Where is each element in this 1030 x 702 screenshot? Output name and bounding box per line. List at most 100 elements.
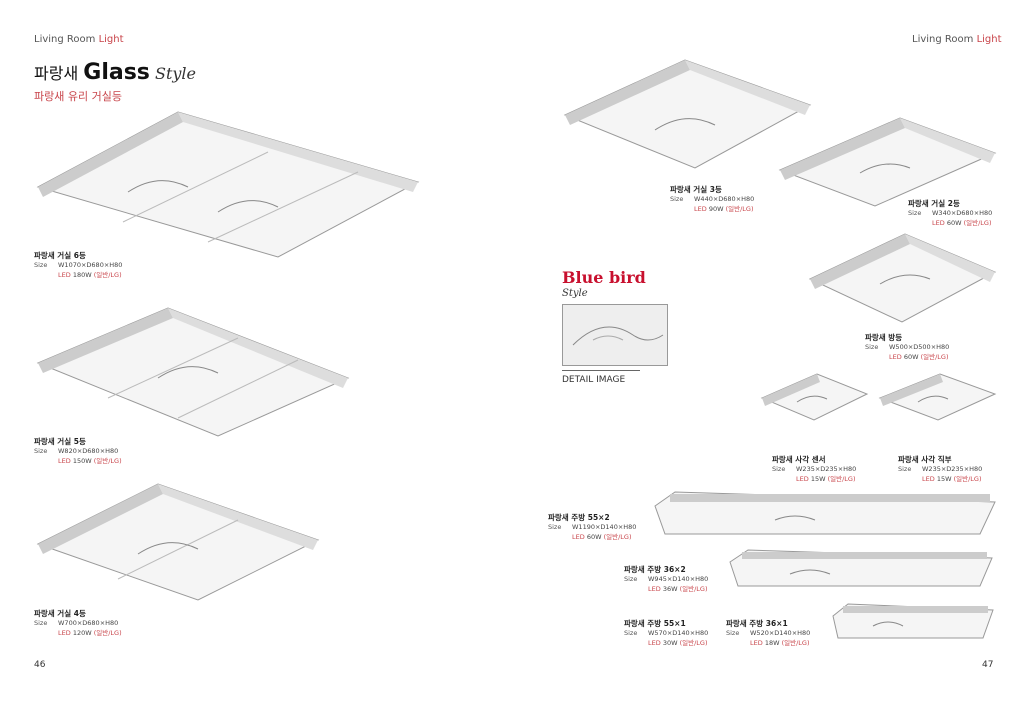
led-type: (일반/LG): [827, 475, 856, 483]
title-korean: 파랑새: [34, 64, 79, 83]
size-value: W945×D140×H80: [648, 575, 709, 583]
fixture-image-kitchen-36x1: [832, 603, 994, 639]
product-name: 파랑새 주방 55×2: [548, 513, 610, 522]
led-label: LED: [572, 533, 585, 541]
led-watt: 120W: [72, 629, 92, 637]
product-led: LED 18W (일반/LG): [726, 637, 810, 647]
product-led: LED 15W (일반/LG): [772, 473, 856, 483]
title-style: Style: [155, 64, 197, 83]
led-type: (일반/LG): [93, 271, 122, 279]
product-led: LED 30W (일반/LG): [624, 637, 708, 647]
product-size: Size W235×D235×H80: [772, 465, 856, 473]
led-watt: 60W: [946, 219, 962, 227]
led-watt: 90W: [708, 205, 724, 213]
bluebird-title: Blue bird: [562, 268, 646, 287]
size-label: Size: [772, 465, 786, 473]
product-spec: 파랑새 거실 5등 Size W820×D680×H80 LED 150W (일반…: [34, 436, 122, 465]
product-name: 파랑새 거실 2등: [908, 199, 960, 208]
fixture-image-3: [563, 59, 812, 169]
led-type: (일반/LG): [725, 205, 754, 213]
product-name: 파랑새 사각 직부: [898, 455, 952, 464]
product-name: 파랑새 주방 36×1: [726, 619, 788, 628]
header-right-accent: Light: [976, 34, 1002, 45]
fixture-image-kitchen-36x2: [729, 549, 993, 587]
size-value: W500×D500×H80: [889, 343, 950, 351]
header-left-text: Living Room: [34, 34, 99, 45]
product-spec: 파랑새 거실 2등 Size W340×D680×H80 LED 60W (일반/…: [908, 198, 992, 227]
led-label: LED: [648, 585, 661, 593]
title-english: Glass: [83, 60, 150, 85]
product-name: 파랑새 방등: [865, 333, 903, 342]
led-type: (일반/LG): [781, 639, 810, 647]
size-label: Size: [34, 619, 48, 627]
led-type: (일반/LG): [679, 585, 708, 593]
led-watt: 15W: [936, 475, 952, 483]
page-title: 파랑새 Glass Style: [34, 60, 196, 85]
size-label: Size: [898, 465, 912, 473]
fixture-image-direct: [878, 373, 997, 421]
size-label: Size: [908, 209, 922, 217]
product-size: Size W235×D235×H80: [898, 465, 982, 473]
led-label: LED: [750, 639, 763, 647]
product-size: Size W700×D680×H80: [34, 619, 122, 627]
fixture-image-room: [808, 233, 997, 323]
size-label: Size: [624, 575, 638, 583]
size-label: Size: [670, 195, 684, 203]
product-led: LED 60W (일반/LG): [908, 217, 992, 227]
product-name: 파랑새 거실 6등: [34, 251, 86, 260]
product-name: 파랑새 거실 5등: [34, 437, 86, 446]
led-watt: 15W: [810, 475, 826, 483]
led-label: LED: [648, 639, 661, 647]
product-name: 파랑새 주방 55×1: [624, 619, 686, 628]
led-watt: 60W: [903, 353, 919, 361]
led-watt: 36W: [662, 585, 678, 593]
size-value: W235×D235×H80: [796, 465, 857, 473]
size-value: W820×D680×H80: [58, 447, 119, 455]
product-spec: 파랑새 주방 55×1 Size W570×D140×H80 LED 30W (일…: [624, 618, 708, 647]
header-right-text: Living Room: [912, 34, 977, 45]
led-type: (일반/LG): [93, 629, 122, 637]
led-label: LED: [796, 475, 809, 483]
size-value: W340×D680×H80: [932, 209, 993, 217]
product-name: 파랑새 사각 센서: [772, 455, 826, 464]
led-type: (일반/LG): [679, 639, 708, 647]
size-value: W570×D140×H80: [648, 629, 709, 637]
product-led: LED 90W (일반/LG): [670, 203, 754, 213]
fixture-image-4: [36, 483, 320, 601]
size-value: W700×D680×H80: [58, 619, 119, 627]
led-type: (일반/LG): [93, 457, 122, 465]
size-label: Size: [34, 447, 48, 455]
detail-divider: [562, 370, 640, 371]
detail-image: [562, 304, 668, 366]
size-value: W1070×D680×H80: [58, 261, 123, 269]
led-label: LED: [58, 629, 71, 637]
fixture-image-2: [778, 117, 997, 207]
led-watt: 180W: [72, 271, 92, 279]
led-type: (일반/LG): [963, 219, 992, 227]
product-led: LED 180W (일반/LG): [34, 269, 122, 279]
led-label: LED: [694, 205, 707, 213]
product-size: Size W820×D680×H80: [34, 447, 122, 455]
size-label: Size: [624, 629, 638, 637]
product-led: LED 60W (일반/LG): [865, 351, 949, 361]
led-type: (일반/LG): [920, 353, 949, 361]
size-value: W1190×D140×H80: [572, 523, 637, 531]
product-led: LED 150W (일반/LG): [34, 455, 122, 465]
size-label: Size: [726, 629, 740, 637]
page-subtitle: 파랑새 유리 거실등: [34, 90, 122, 103]
size-value: W235×D235×H80: [922, 465, 983, 473]
product-size: Size W340×D680×H80: [908, 209, 992, 217]
bluebird-style: Style: [562, 288, 588, 299]
header-left-accent: Light: [98, 34, 124, 45]
